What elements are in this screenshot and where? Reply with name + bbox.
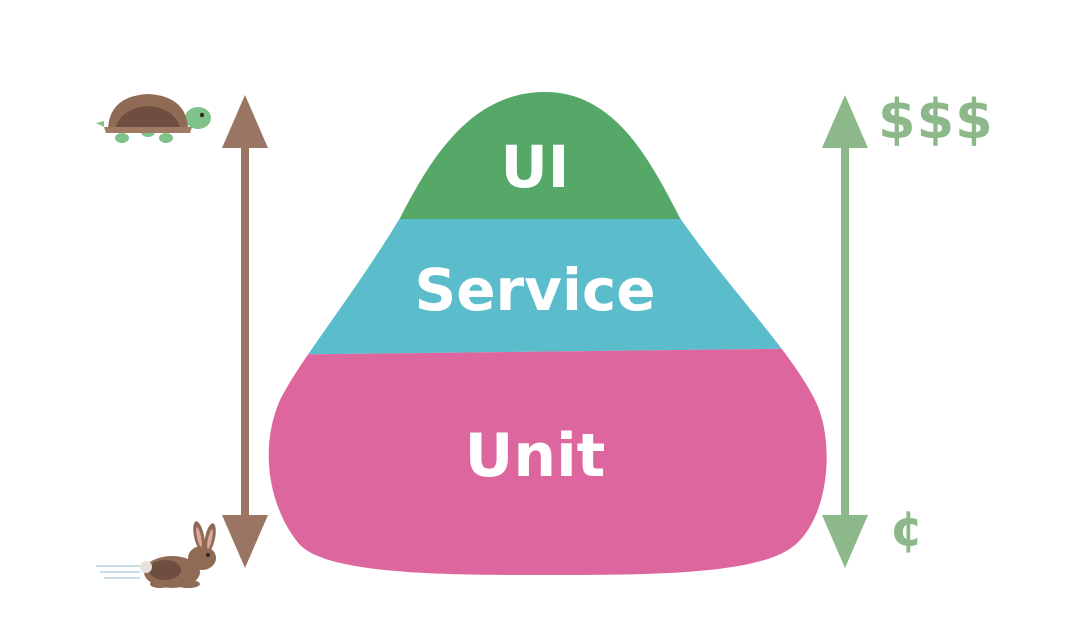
rabbit-icon [96, 521, 216, 588]
cost-high-label: $$$ [878, 88, 994, 151]
layer-label-service: Service [414, 256, 656, 324]
turtle-icon [96, 94, 211, 143]
speed-arrow [222, 95, 268, 568]
layer-label-ui: UI [500, 133, 570, 201]
layer-label-unit: Unit [464, 421, 606, 491]
layer-service [268, 219, 827, 355]
cost-arrow [822, 95, 868, 568]
layer-unit [268, 348, 827, 575]
cost-low-label: ¢ [890, 501, 924, 557]
